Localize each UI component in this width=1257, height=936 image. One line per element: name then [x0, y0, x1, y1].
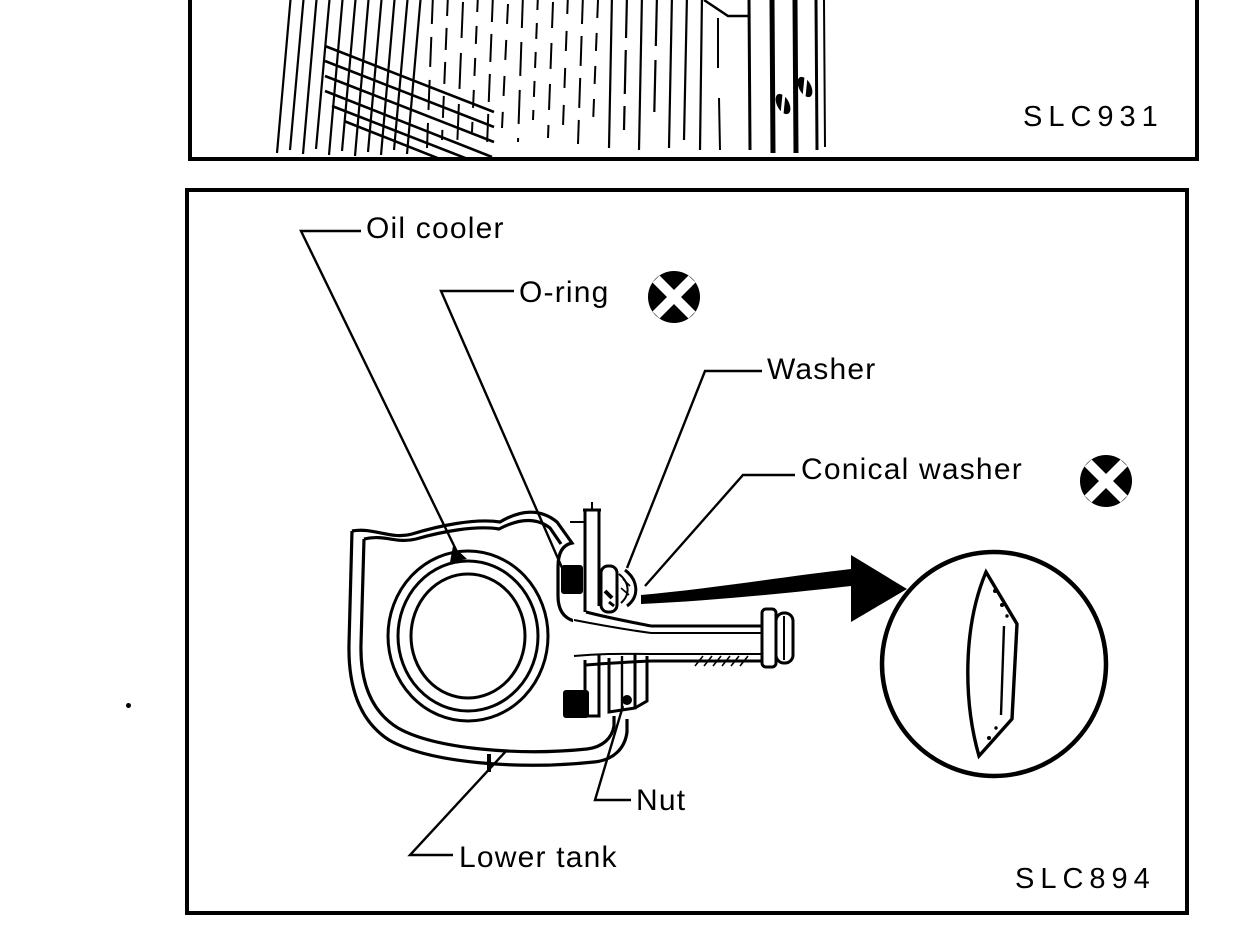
- tank-bolt-upper: [797, 76, 813, 98]
- arrow-to-detail: [641, 555, 907, 622]
- pipe-thread-hatch: [694, 655, 749, 667]
- o-ring-seal-lower: [563, 690, 589, 718]
- figure-code-slc894: SLC894: [1015, 863, 1156, 895]
- radiator-fins-right: [607, 0, 704, 151]
- tank-bolt-lower: [775, 93, 791, 115]
- label-conical-washer: Conical washer: [801, 453, 1023, 486]
- radiator-fins-left: [275, 0, 422, 157]
- leader-washer: [625, 369, 762, 569]
- lower-tank-outline: [347, 510, 629, 772]
- label-oil-cooler: Oil cooler: [366, 212, 505, 245]
- leader-conical-washer: [644, 473, 795, 587]
- oil-cooler-leader-arrowhead: [450, 546, 467, 562]
- oil-cooler-ring: [386, 549, 550, 723]
- label-lower-tank: Lower tank: [459, 841, 618, 874]
- washer-stack: [599, 564, 638, 614]
- radiator-side-tank: [703, 0, 826, 154]
- leader-lines: [299, 229, 795, 857]
- replace-part-icon: [648, 271, 700, 323]
- figure-code-slc931: SLC931: [1023, 101, 1164, 133]
- leader-nut: [593, 705, 631, 802]
- pipe-fitting: [573, 607, 795, 669]
- mounting-plate: [570, 502, 601, 612]
- leader-lower-tank: [407, 749, 508, 857]
- figure-panel-oil-cooler: Oil cooler O-ring Washer Conical washer …: [185, 188, 1189, 915]
- figure-panel-radiator: SLC931: [188, 0, 1199, 161]
- radiator-grille-hatch: [324, 44, 495, 157]
- o-ring-seals: [561, 565, 589, 718]
- replace-part-icon: [1080, 455, 1132, 507]
- o-ring-seal-upper: [561, 565, 583, 594]
- scan-speck: [126, 703, 131, 708]
- radiator-fins-middle: [426, 0, 599, 151]
- label-washer: Washer: [767, 353, 877, 386]
- oil-cooler-diagram-drawing: [299, 229, 1109, 857]
- label-nut: Nut: [636, 784, 687, 817]
- conical-washer-detail: [966, 568, 1019, 760]
- leader-oil-cooler: [299, 229, 463, 561]
- nut-profile: [583, 654, 649, 718]
- leader-o-ring: [439, 289, 565, 571]
- radiator-core-drawing: [275, 0, 826, 157]
- label-o-ring: O-ring: [519, 276, 610, 309]
